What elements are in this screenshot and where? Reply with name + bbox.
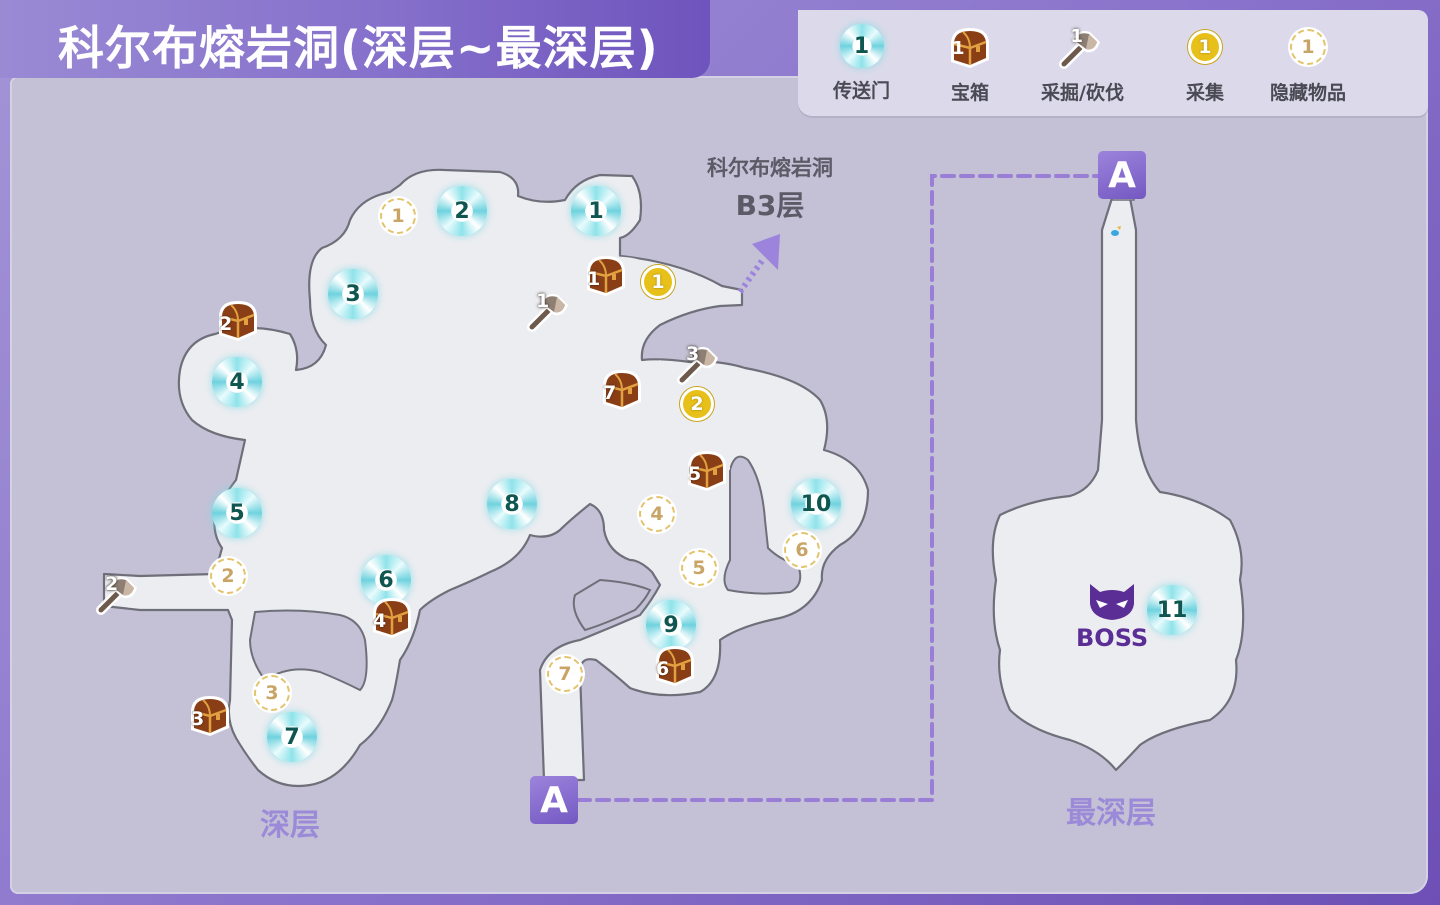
legend-gathering: 1 采集 — [1186, 24, 1224, 105]
portal-marker[interactable]: 7 — [267, 712, 317, 762]
exit-label-b3: 科尔布熔岩洞 B3层 — [690, 152, 850, 224]
chest-icon — [219, 301, 257, 341]
hammer-icon — [677, 347, 718, 385]
legend-panel: 1 传送门 1 宝箱 1 采掘/砍伐 1 采集 1 隐藏物品 — [798, 10, 1428, 116]
portal-marker[interactable]: 11 — [1147, 585, 1197, 635]
title-bar: 科尔布熔岩洞(深层~最深层) — [0, 0, 710, 78]
hidden-item-marker[interactable]: 1 — [380, 198, 416, 234]
hammer-icon — [96, 577, 137, 615]
chest-icon — [688, 451, 726, 491]
chest-icon — [603, 370, 641, 410]
chest-icon — [587, 256, 625, 296]
page-title: 科尔布熔岩洞(深层~最深层) — [58, 21, 659, 75]
legend-label: 隐藏物品 — [1270, 82, 1347, 104]
chest-marker[interactable]: 7 — [598, 366, 646, 412]
gathering-marker[interactable]: 1 — [641, 265, 675, 299]
portal-icon: 1 — [839, 24, 884, 68]
legend-label: 采掘/砍伐 — [1041, 82, 1124, 104]
chest-marker[interactable]: 5 — [683, 447, 731, 493]
connector-a-deepest[interactable]: A — [1098, 151, 1146, 199]
chest-marker[interactable]: 1 — [582, 252, 630, 298]
hidden-item-marker[interactable]: 7 — [547, 656, 583, 692]
hammer-icon — [527, 294, 568, 332]
hidden-item-marker[interactable]: 4 — [639, 496, 675, 532]
player-position-icon — [1111, 226, 1121, 236]
hidden-item-icon: 1 — [1290, 29, 1326, 65]
portal-marker[interactable]: 8 — [487, 479, 537, 529]
boss-demon-icon — [1090, 584, 1134, 620]
legend-label: 宝箱 — [950, 82, 989, 104]
portal-marker[interactable]: 3 — [328, 269, 378, 319]
chest-marker[interactable]: 3 — [186, 692, 234, 738]
coin-icon: 1 — [1188, 30, 1222, 64]
chest-marker[interactable]: 4 — [368, 594, 416, 640]
portal-marker[interactable]: 5 — [212, 488, 262, 538]
hidden-item-marker[interactable]: 2 — [210, 558, 246, 594]
legend-hidden: 1 隐藏物品 — [1270, 24, 1346, 105]
hidden-item-marker[interactable]: 3 — [254, 675, 290, 711]
legend-chest: 1 宝箱 — [946, 24, 994, 105]
mining-marker[interactable]: 3 — [676, 339, 724, 387]
legend-mining: 1 采掘/砍伐 — [1041, 24, 1124, 105]
portal-marker[interactable]: 6 — [361, 555, 411, 605]
portal-marker[interactable]: 10 — [791, 479, 841, 529]
deepest-layer-cave — [991, 185, 1245, 772]
legend-label: 采集 — [1186, 82, 1225, 104]
portal-marker[interactable]: 9 — [646, 600, 696, 650]
chest-icon — [191, 696, 229, 736]
portal-marker[interactable]: 4 — [212, 357, 262, 407]
connector-path — [576, 174, 1100, 802]
connector-a-deep[interactable]: A — [530, 776, 578, 824]
hidden-item-marker[interactable]: 5 — [681, 550, 717, 586]
chest-marker[interactable]: 6 — [651, 642, 699, 688]
hammer-icon: 1 — [1058, 24, 1106, 70]
portal-marker[interactable]: 2 — [437, 186, 487, 236]
zone-label-deep: 深层 — [260, 808, 320, 843]
hidden-item-marker[interactable]: 6 — [784, 532, 820, 568]
legend-portal: 1 传送门 — [833, 24, 890, 103]
exit-arrow-icon — [737, 234, 780, 294]
boss-marker[interactable]: BOSS — [1076, 582, 1148, 652]
exit-label-line1: 科尔布熔岩洞 — [707, 156, 833, 180]
mining-marker[interactable]: 2 — [95, 569, 143, 617]
chest-icon — [656, 646, 694, 686]
chest-icon: 1 — [946, 24, 994, 70]
zone-label-deepest: 最深层 — [1066, 796, 1156, 831]
legend-label: 传送门 — [833, 80, 891, 102]
portal-marker[interactable]: 1 — [571, 186, 621, 236]
mining-marker[interactable]: 1 — [526, 286, 574, 334]
chest-marker[interactable]: 2 — [214, 297, 262, 343]
gathering-marker[interactable]: 2 — [680, 387, 714, 421]
chest-icon — [373, 598, 411, 638]
boss-label: BOSS — [1076, 624, 1149, 652]
exit-label-line2: B3层 — [735, 189, 805, 222]
